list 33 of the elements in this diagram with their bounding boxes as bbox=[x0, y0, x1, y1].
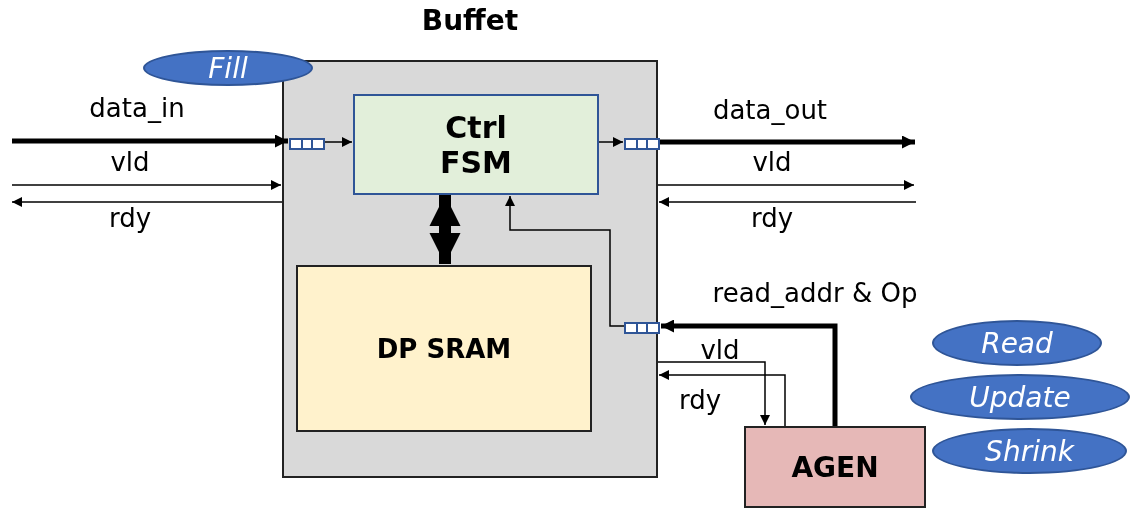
mode-ellipse: Fill bbox=[143, 50, 313, 86]
edge-label: vld bbox=[752, 147, 792, 177]
arrow bbox=[661, 319, 838, 426]
arrow bbox=[660, 135, 915, 149]
edge-label: read_addr & Op bbox=[712, 278, 918, 308]
edge-label: vld bbox=[700, 335, 740, 365]
arrow bbox=[657, 180, 915, 190]
arrow bbox=[11, 180, 282, 190]
edge-label: vld bbox=[110, 147, 150, 177]
arrow bbox=[505, 195, 625, 327]
agen-box: AGEN bbox=[744, 426, 926, 508]
edge-label: data_in bbox=[89, 93, 185, 123]
sram-box: DP SRAM bbox=[296, 265, 592, 432]
arrow bbox=[429, 195, 461, 264]
edge-label: rdy bbox=[108, 203, 152, 233]
fifo-icon bbox=[624, 322, 660, 334]
arrow bbox=[658, 197, 917, 207]
mode-ellipse: Update bbox=[910, 374, 1130, 420]
block-title: Buffet bbox=[420, 4, 520, 37]
arrow bbox=[324, 137, 353, 147]
fifo-icon bbox=[289, 138, 325, 150]
arrow bbox=[598, 137, 624, 147]
arrow bbox=[658, 370, 786, 427]
edge-label: rdy bbox=[750, 203, 794, 233]
mode-ellipse: Read bbox=[932, 320, 1102, 366]
fifo-icon bbox=[624, 138, 660, 150]
arrow bbox=[12, 134, 288, 148]
edge-label: data_out bbox=[712, 95, 828, 125]
arrow bbox=[11, 197, 283, 207]
arrow bbox=[657, 361, 770, 426]
fsm-box: Ctrl FSM bbox=[353, 94, 599, 195]
edge-label: rdy bbox=[678, 385, 722, 415]
mode-ellipse: Shrink bbox=[932, 428, 1127, 474]
